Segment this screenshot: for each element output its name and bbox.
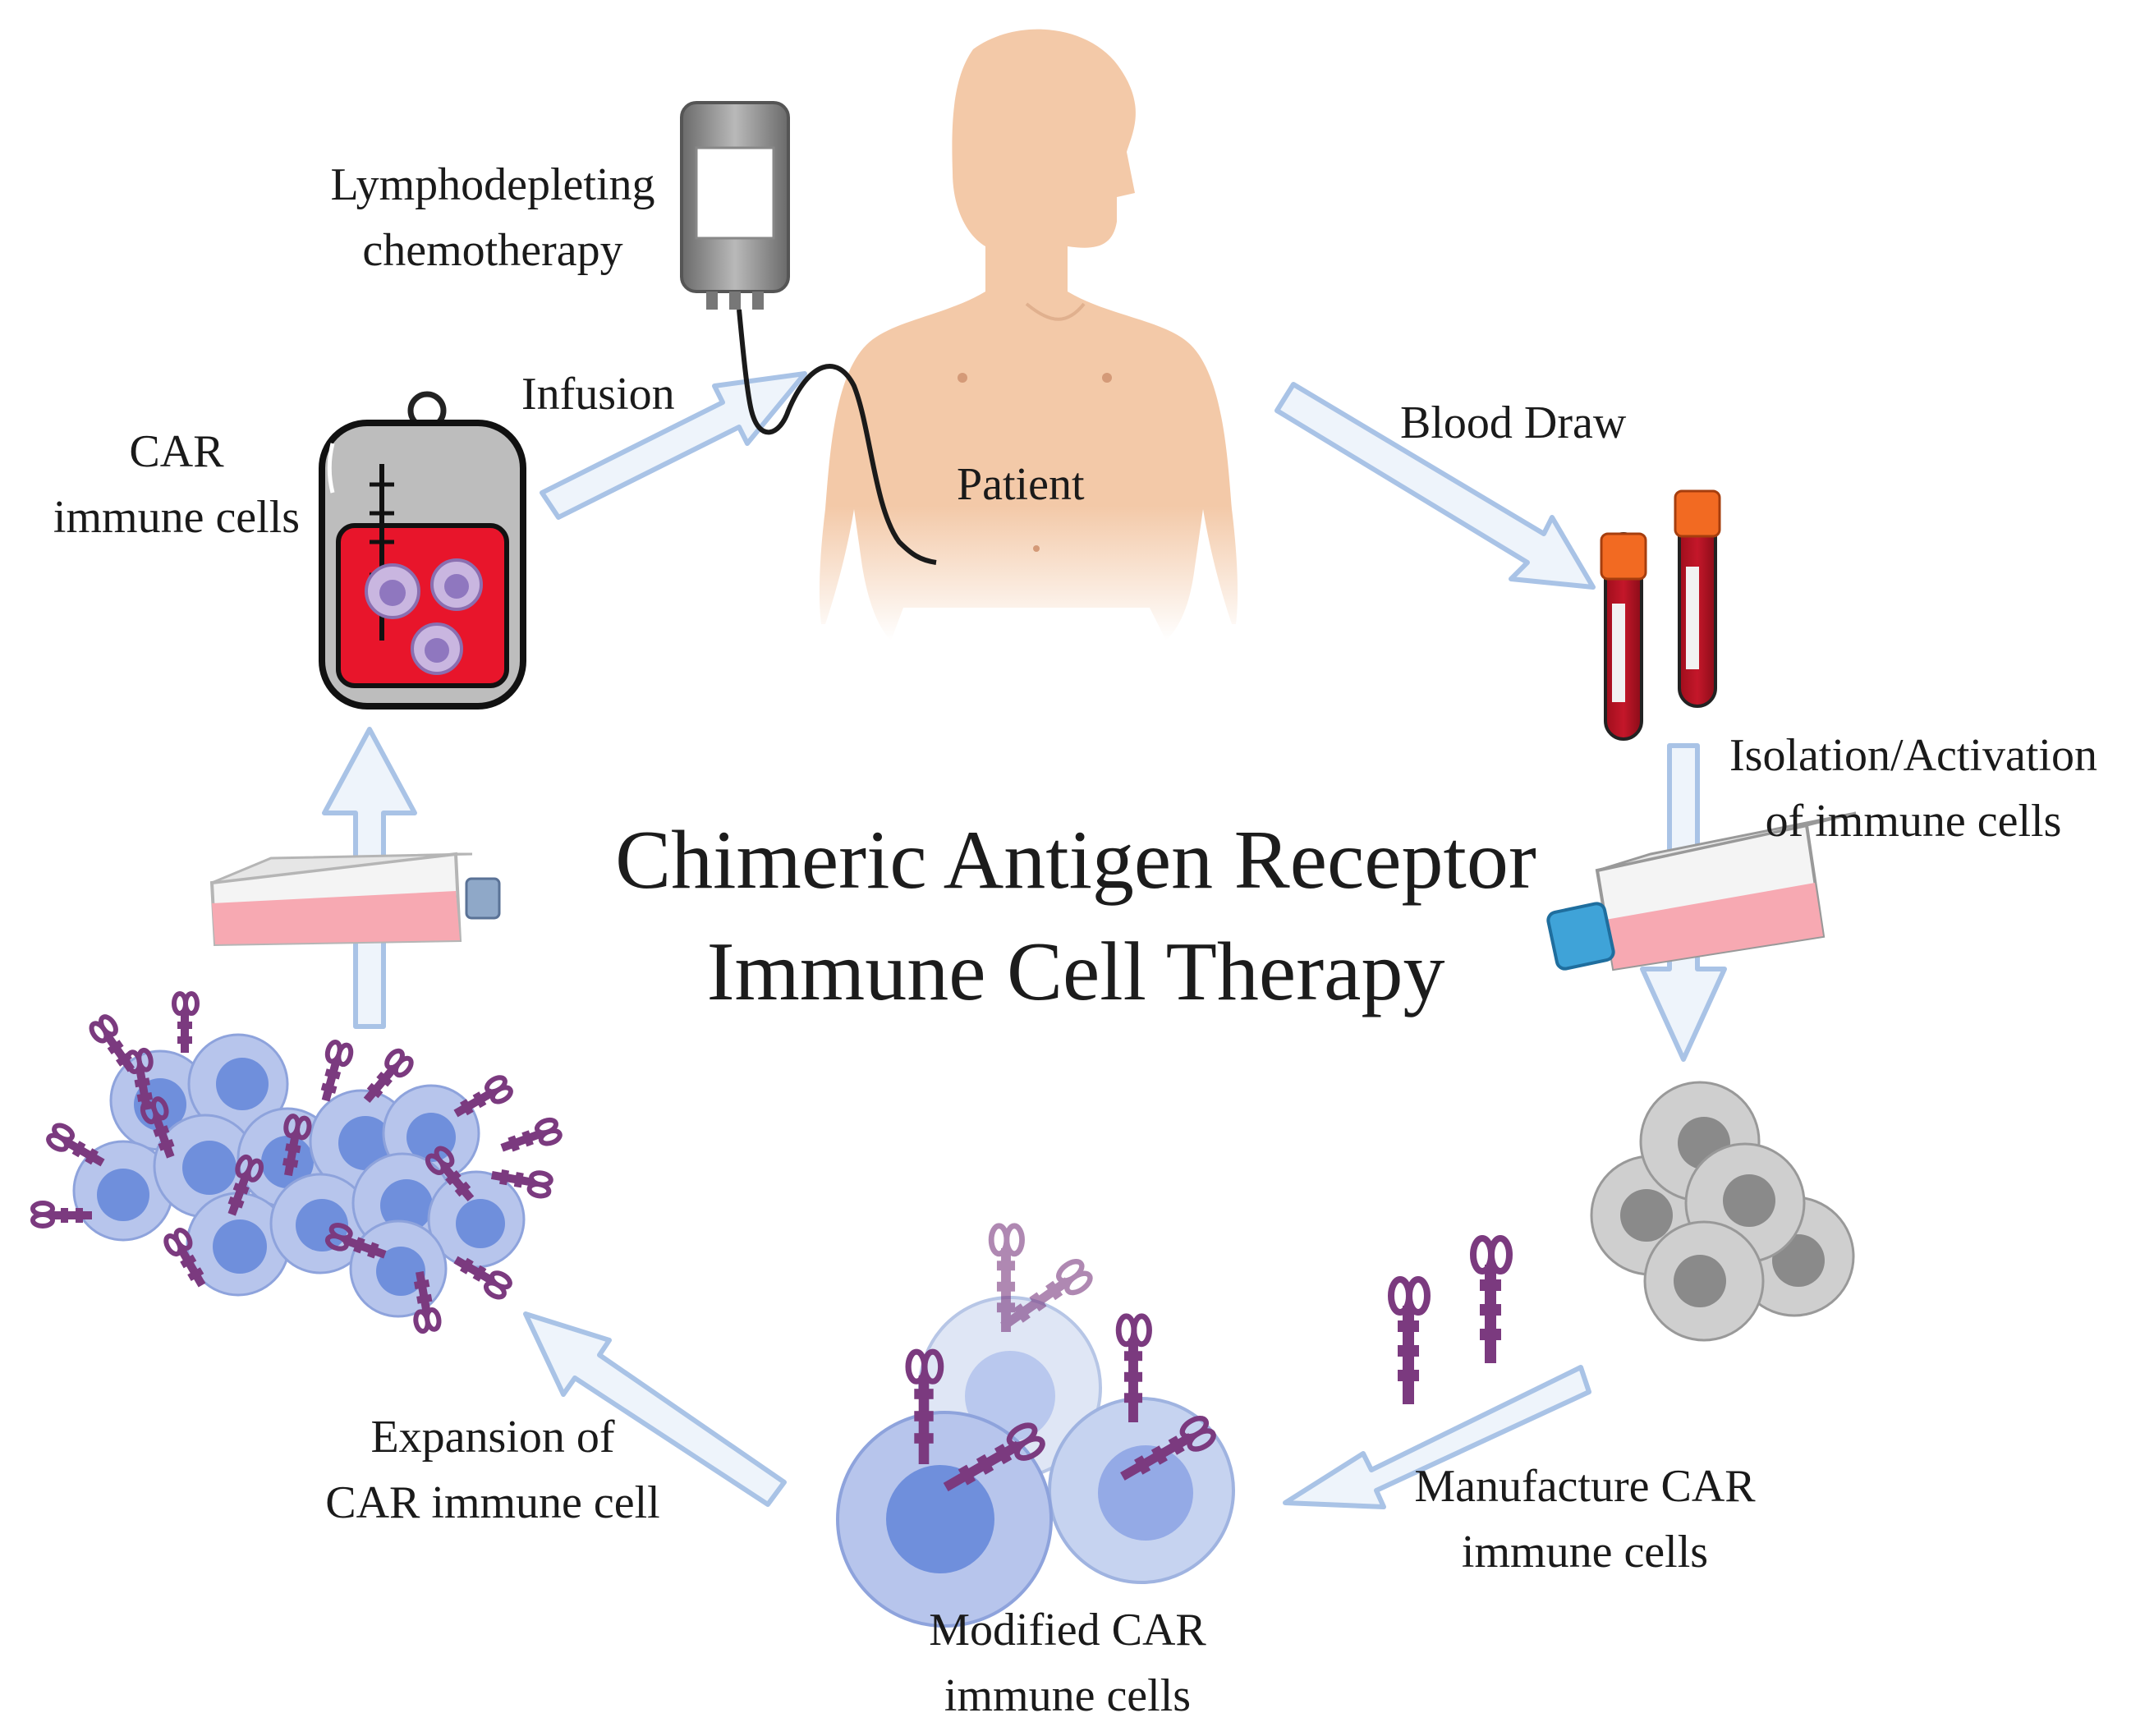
label-lymphodepleting-chemotherapy: Lymphodepleting chemotherapy — [330, 159, 655, 276]
car-cell-bag — [319, 391, 526, 710]
patient-figure — [819, 29, 1238, 641]
diagram-title: Chimeric Antigen Receptor Immune Cell Th… — [460, 805, 1692, 1028]
flask-right — [1546, 811, 1857, 971]
label-expansion: Expansion of CAR immune cell — [325, 1412, 660, 1528]
iv-chemo-bag — [680, 101, 937, 565]
flask-left — [209, 852, 501, 947]
immune-cell-cluster — [1590, 1081, 1855, 1342]
label-manufacture-car: Manufacture CAR immune cells — [1414, 1461, 1756, 1578]
arrow-blood-draw — [1274, 382, 1596, 590]
label-car-immune-cells-bag: CAR immune cells — [53, 426, 301, 543]
label-isolation-activation: Isolation/Activation of immune cells — [1729, 730, 2097, 847]
modified-car-cells — [836, 1226, 1235, 1628]
arrow-manufacture — [1283, 1365, 1591, 1509]
title-line-2: Immune Cell Therapy — [706, 925, 1445, 1018]
title-line-1: Chimeric Antigen Receptor — [615, 814, 1536, 907]
label-infusion: Infusion — [521, 369, 675, 420]
blood-tubes — [1600, 489, 1721, 741]
expanded-car-cell-cluster — [33, 994, 562, 1332]
label-patient: Patient — [957, 459, 1085, 510]
label-modified-car: Modified CAR immune cells — [929, 1605, 1206, 1721]
car-receptors — [1391, 1238, 1509, 1404]
arrow-expansion — [523, 1311, 787, 1507]
label-blood-draw: Blood Draw — [1400, 397, 1627, 448]
arrow-infusion — [540, 371, 807, 520]
